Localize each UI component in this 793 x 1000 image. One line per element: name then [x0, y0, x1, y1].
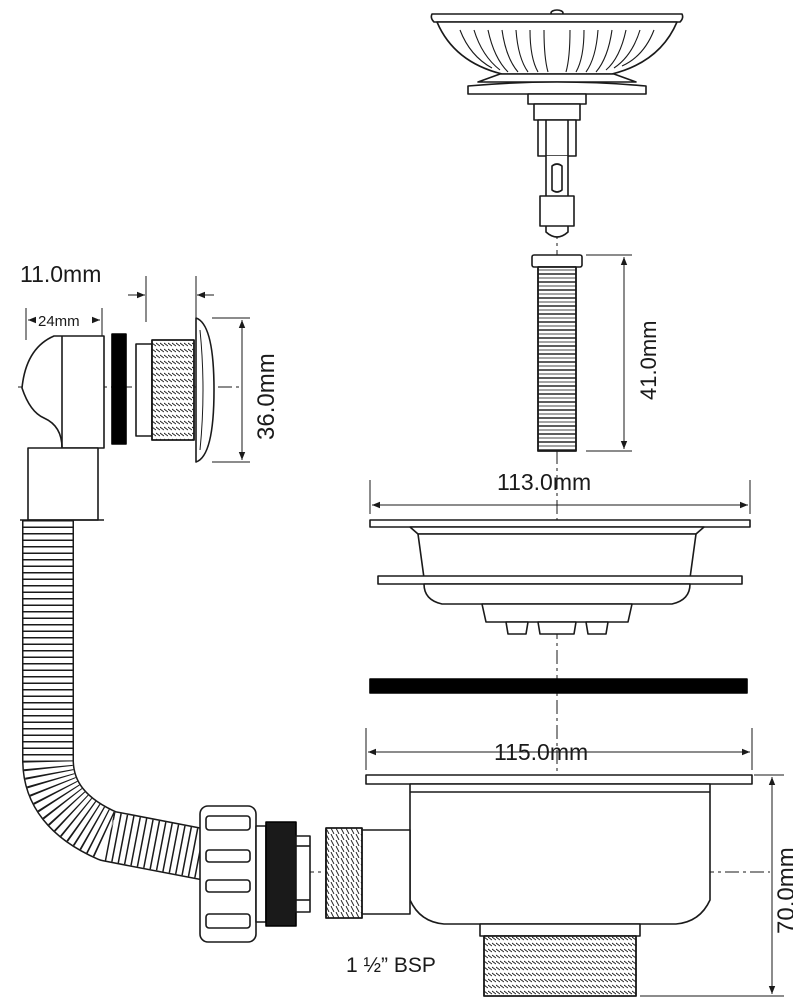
overflow-cover-plate: [195, 317, 215, 463]
overflow-height-dimension: [212, 317, 250, 463]
top-flange: [369, 519, 751, 635]
bolt-length-label: 41.0mm: [636, 321, 661, 400]
overflow-gap-label: 11.0mm: [20, 261, 101, 287]
strainer-width-dimension: [369, 480, 751, 514]
overflow-washer: [111, 333, 127, 445]
bolt-length-dimension: [586, 254, 632, 452]
flange-width-label: 115.0mm: [494, 739, 588, 765]
outlet-thread-label: 1 ½” BSP: [346, 954, 436, 977]
body-height-label: 70.0mm: [773, 847, 793, 934]
hose-outlet-connector: [265, 821, 311, 927]
sealing-washer: [369, 678, 748, 694]
overflow-width-dimension: [25, 308, 103, 340]
body-height-dimension: [640, 774, 784, 997]
overflow-gap-dimension: [128, 276, 214, 322]
overflow-elbow: [21, 335, 105, 449]
overflow-height-label: 36.0mm: [253, 353, 280, 440]
overflow-width-label: 24mm: [38, 313, 80, 330]
strainer-width-label: 113.0mm: [497, 469, 591, 495]
waste-body: [325, 774, 753, 997]
overflow-threaded-body: [135, 339, 195, 441]
flange-width-dimension: [365, 728, 753, 770]
flexible-overflow-hose: [20, 447, 217, 882]
central-bolt: [531, 254, 583, 452]
hose-union-nut: [199, 805, 267, 943]
basket-strainer: [430, 9, 684, 238]
